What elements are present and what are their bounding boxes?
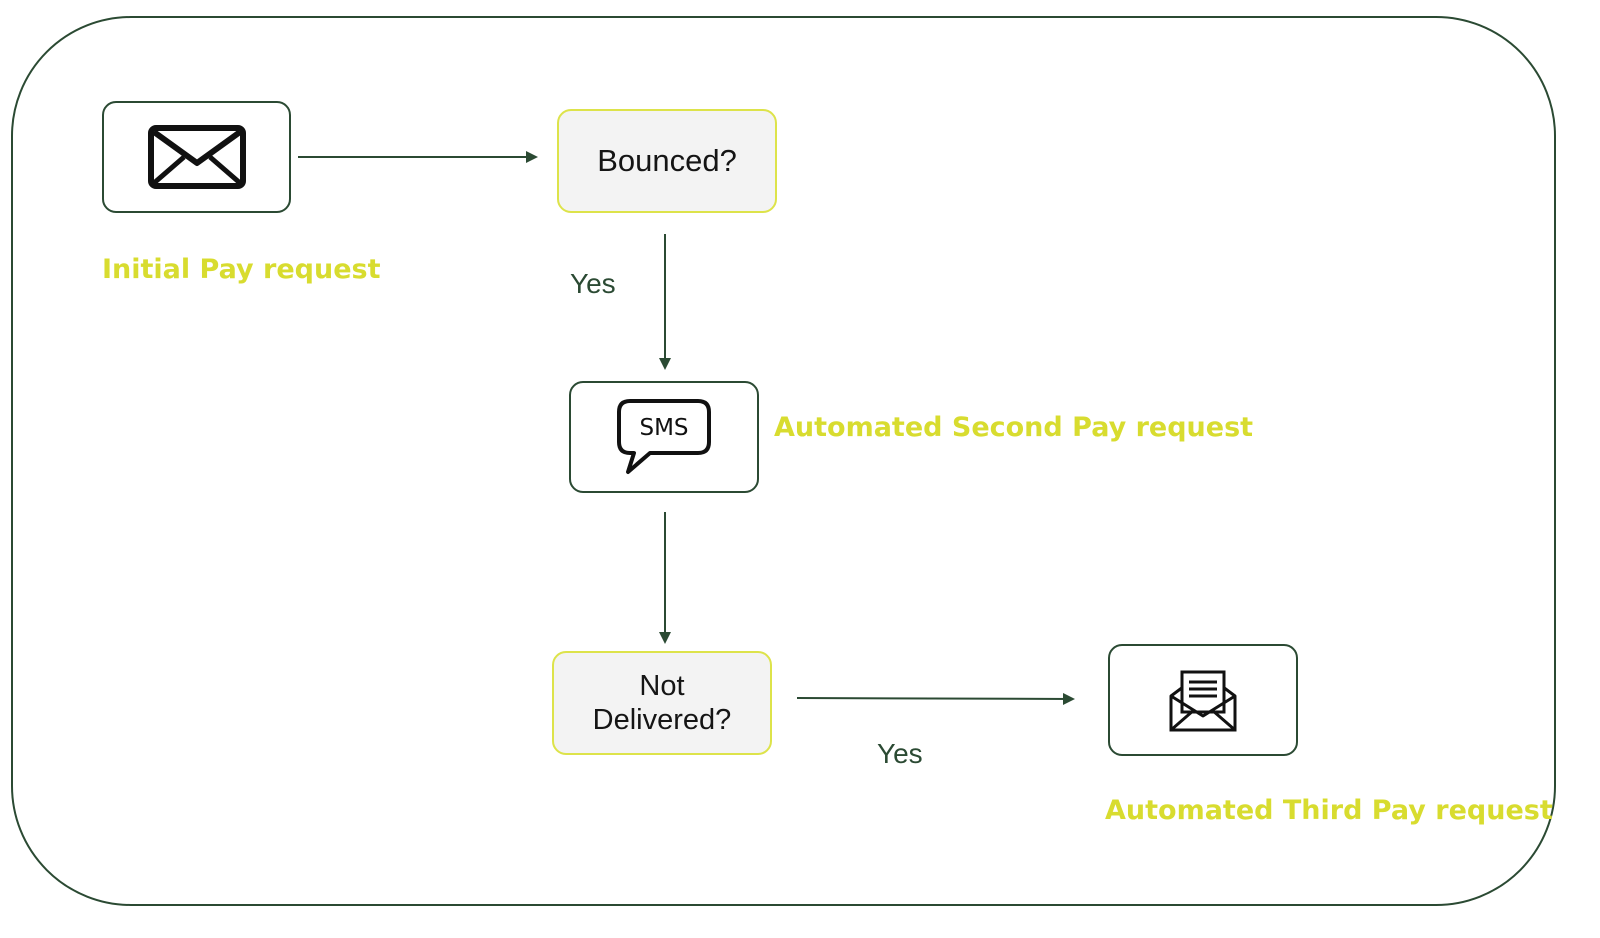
- not-delivered-yes-label: Yes: [877, 738, 923, 769]
- bounced-text: Bounced?: [597, 143, 737, 178]
- not-delivered-line2: Delivered?: [592, 704, 732, 736]
- envelope-icon: [147, 125, 246, 189]
- second-pay-request-label: Automated Second Pay request: [774, 412, 1254, 443]
- third-pay-request-node: [1108, 644, 1298, 756]
- sms-node: SMS: [569, 381, 759, 493]
- initial-pay-request-label: Initial Pay request: [102, 254, 381, 285]
- bounced-decision: Bounced?: [557, 109, 777, 213]
- bounced-yes-label: Yes: [570, 268, 616, 299]
- not-delivered-decision: Not Delivered?: [552, 651, 772, 755]
- third-pay-request-label: Automated Third Pay request: [1105, 795, 1553, 826]
- sms-bubble-icon: SMS: [617, 399, 711, 474]
- open-letter-icon: [1169, 670, 1237, 732]
- not-delivered-line1: Not: [639, 670, 685, 702]
- sms-text: SMS: [639, 415, 688, 441]
- arrow-not-delivered-to-third: [796, 692, 1075, 705]
- initial-pay-request-node: [102, 101, 291, 213]
- diagram-frame: [11, 16, 1556, 906]
